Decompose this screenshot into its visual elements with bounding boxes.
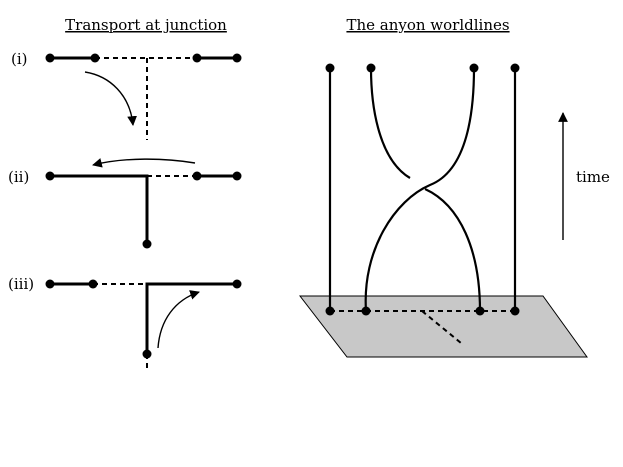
move-down-arrow <box>84 71 137 126</box>
endpoint-dot <box>45 53 55 63</box>
braided-worldline-under-bottom <box>424 187 482 312</box>
anyon-dot <box>192 171 202 181</box>
wire-segment <box>145 282 237 354</box>
step-iii-label: (iii) <box>8 275 34 293</box>
braided-worldline-under-top <box>369 67 411 179</box>
anyon-dot <box>192 53 202 63</box>
step-iii: (iii) <box>8 275 242 370</box>
worldline-top-dot <box>325 63 335 73</box>
endpoint-dot <box>45 171 55 181</box>
anyon-dot <box>142 239 152 249</box>
move-up-right-arrow <box>157 290 200 349</box>
worldline-base-dot <box>475 306 485 316</box>
step-ii: (ii) <box>8 158 242 249</box>
endpoint-dot <box>232 279 242 289</box>
base-plane <box>298 295 588 358</box>
worldline-base-dot <box>325 306 335 316</box>
endpoint-dot <box>232 53 242 63</box>
anyon-dot <box>142 349 152 359</box>
endpoint-dot <box>45 279 55 289</box>
wire-segment <box>50 174 149 244</box>
step-ii-label: (ii) <box>8 168 29 186</box>
step-i-label: (i) <box>11 50 28 68</box>
worldline-top-dot <box>366 63 376 73</box>
time-label: time <box>576 168 610 186</box>
transport-title: Transport at junction <box>65 16 227 34</box>
worldline-base-dot <box>361 306 371 316</box>
braided-worldline-over <box>364 67 476 312</box>
worldline-top-dot <box>510 63 520 73</box>
worldline-base-dot <box>510 306 520 316</box>
endpoint-dot <box>232 171 242 181</box>
worldline-top-dot <box>469 63 479 73</box>
anyon-dot <box>88 279 98 289</box>
worldlines-title: The anyon worldlines <box>346 16 509 34</box>
anyon-dot <box>90 53 100 63</box>
move-left-arrow <box>92 158 196 168</box>
step-i: (i) <box>11 50 242 140</box>
